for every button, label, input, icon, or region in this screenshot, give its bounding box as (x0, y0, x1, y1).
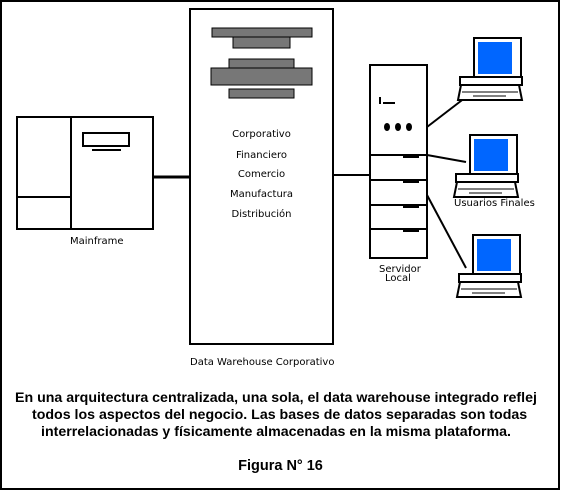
mainframe-label: Mainframe (70, 236, 124, 247)
warehouse-item-distribucion: Distribución (231, 209, 292, 220)
user-computer-2 (452, 134, 520, 198)
local-server (369, 64, 428, 259)
users-label: Usuarios Finales (454, 198, 535, 209)
caption-line-2: todos los aspectos del negocio. Las base… (32, 407, 528, 423)
server-label-line2: Local (385, 273, 411, 284)
server-label-line1: Servidor (379, 264, 421, 275)
user-computer-1 (456, 37, 524, 101)
server-user-link-3 (426, 194, 467, 269)
caption-line-1: En una arquitectura centralizada, una so… (15, 390, 537, 406)
warehouse-label: Data Warehouse Corporativo (190, 357, 335, 368)
warehouse-item-manufactura: Manufactura (229, 189, 294, 200)
data-warehouse (189, 8, 334, 345)
warehouse-item-corporativo: Corporativo (232, 129, 291, 140)
figure-label: Figura N° 16 (238, 458, 323, 474)
warehouse-item-financiero: Financiero (235, 150, 288, 161)
mainframe-drive-slot (82, 132, 130, 147)
caption-line-3: interrelacionadas y físicamente almacena… (41, 424, 511, 440)
user-computer-3 (455, 234, 523, 298)
caption: En una arquitectura centralizada, una so… (12, 390, 561, 441)
mainframe (16, 116, 154, 230)
warehouse-item-comercio: Comercio (237, 169, 286, 180)
server-user-link-2 (426, 154, 467, 163)
